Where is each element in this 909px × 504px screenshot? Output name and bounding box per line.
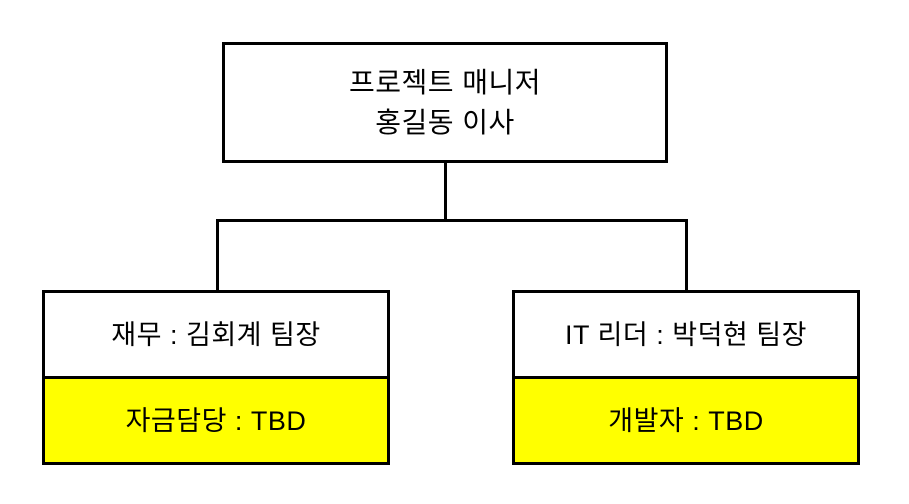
connector-drop-left: [216, 219, 219, 290]
node-project-manager-role: 프로젝트 매니저: [348, 66, 542, 98]
node-it-lead-label: IT 리더 : 박덕현 팀장: [565, 319, 807, 350]
node-it[interactable]: IT 리더 : 박덕현 팀장 개발자 : TBD: [512, 290, 860, 465]
node-finance-tbd: 자금담당 : TBD: [45, 379, 387, 462]
node-finance[interactable]: 재무 : 김회계 팀장 자금담당 : TBD: [42, 290, 390, 465]
node-project-manager[interactable]: 프로젝트 매니저 홍길동 이사: [222, 42, 668, 163]
node-finance-tbd-label: 자금담당 : TBD: [125, 405, 307, 436]
node-finance-lead-label: 재무 : 김회계 팀장: [111, 319, 321, 350]
connector-root-stem: [444, 163, 447, 221]
node-finance-header: 재무 : 김회계 팀장: [45, 293, 387, 379]
connector-drop-right: [685, 219, 688, 290]
connector-horizontal-bar: [216, 219, 688, 222]
node-it-tbd: 개발자 : TBD: [515, 379, 857, 462]
node-it-header: IT 리더 : 박덕현 팀장: [515, 293, 857, 379]
node-it-tbd-label: 개발자 : TBD: [608, 405, 764, 436]
node-project-manager-person: 홍길동 이사: [375, 106, 515, 138]
